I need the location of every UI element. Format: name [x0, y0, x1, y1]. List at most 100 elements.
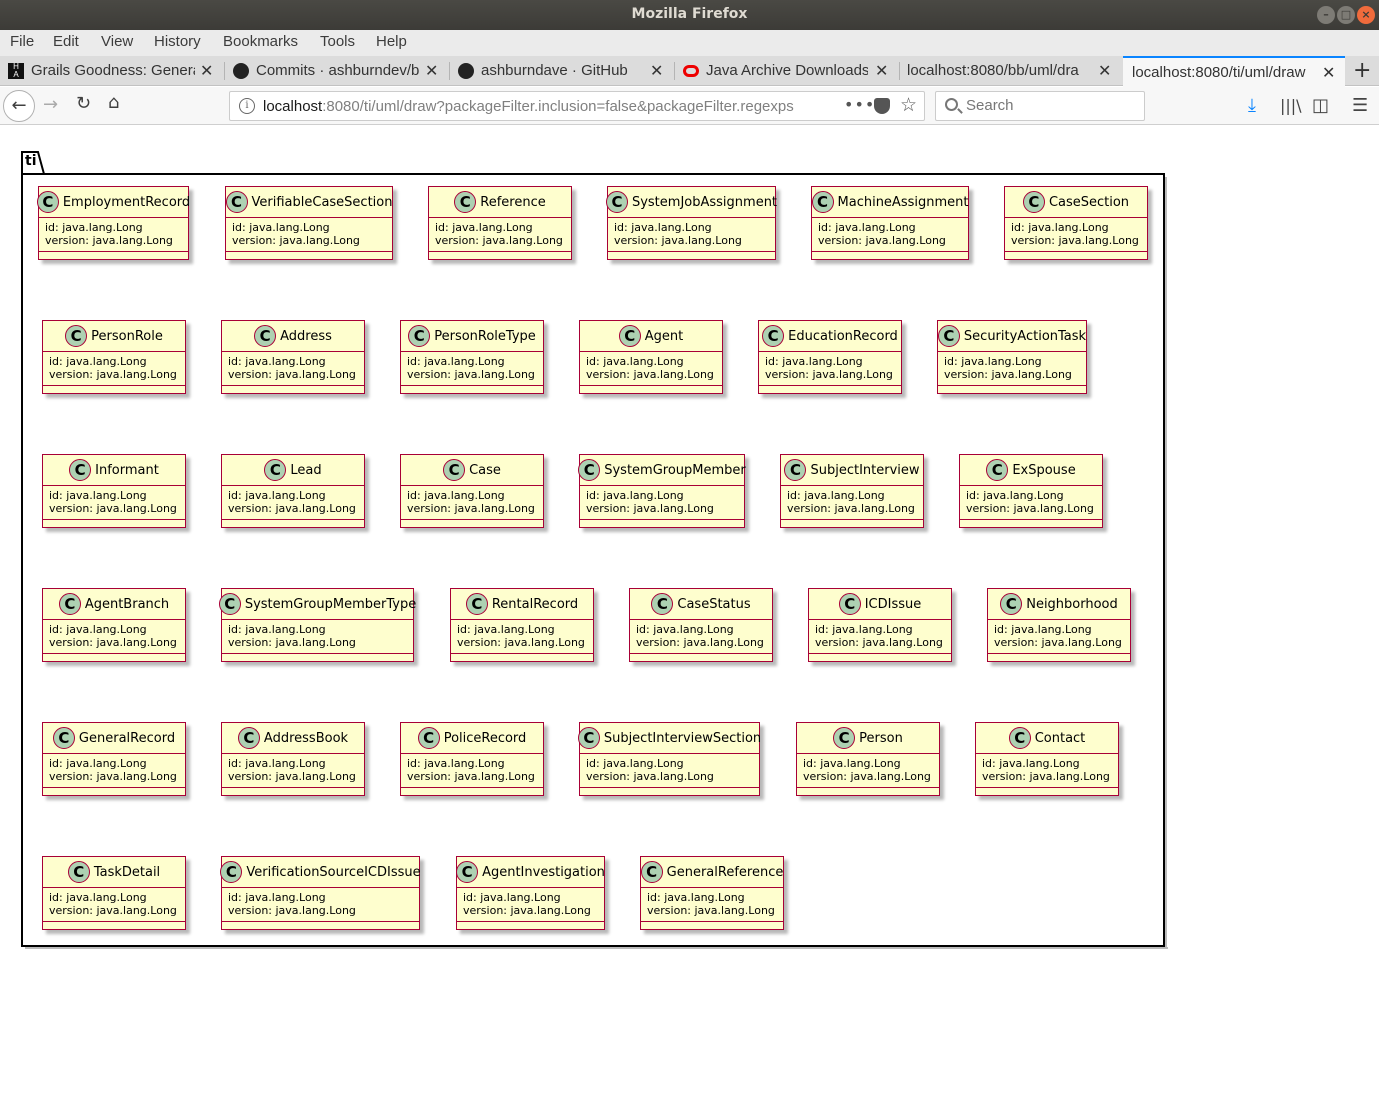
uml-attribute: id: java.lang.Long: [407, 355, 505, 368]
uml-methods-divider: [580, 519, 744, 520]
uml-attribute: id: java.lang.Long: [1011, 221, 1109, 234]
uml-attribute: id: java.lang.Long: [228, 757, 326, 770]
url-host: localhost: [263, 98, 323, 115]
uml-attribute: version: java.lang.Long: [818, 234, 946, 247]
uml-class-name: MachineAssignment: [837, 194, 969, 210]
menu-help[interactable]: Help: [376, 33, 407, 50]
class-c-icon: C: [578, 459, 601, 481]
page-actions-icon[interactable]: •••: [844, 95, 876, 114]
downloads-icon[interactable]: ⤓: [1248, 95, 1256, 116]
menu-view[interactable]: View: [101, 33, 134, 50]
uml-attribute: version: java.lang.Long: [407, 502, 535, 515]
home-icon[interactable]: ⌂: [108, 92, 120, 113]
back-arrow-icon[interactable]: ←: [3, 90, 35, 122]
uml-attribute: version: java.lang.Long: [49, 770, 177, 783]
url-text[interactable]: localhost:8080/ti/uml/draw?packageFilter…: [263, 98, 811, 115]
class-c-icon: C: [417, 727, 440, 749]
class-c-icon: C: [465, 593, 488, 615]
uml-class-name: Agent: [644, 328, 684, 344]
class-c-icon: C: [237, 727, 260, 749]
search-input[interactable]: [966, 97, 1136, 114]
uml-attribute: id: java.lang.Long: [435, 221, 533, 234]
menu-tools[interactable]: Tools: [320, 33, 356, 50]
class-c-icon: C: [254, 325, 277, 347]
tab-close-icon[interactable]: ✕: [650, 63, 664, 80]
reload-icon[interactable]: ↻: [76, 93, 92, 114]
uml-class-name: RentalRecord: [491, 596, 579, 612]
site-info-icon[interactable]: i: [239, 98, 255, 114]
maximize-icon[interactable]: □: [1337, 6, 1355, 24]
tab-commits[interactable]: Commits · ashburndev/b ✕: [225, 56, 449, 86]
uml-attribute: version: java.lang.Long: [815, 636, 943, 649]
class-c-icon: C: [264, 459, 287, 481]
search-bar[interactable]: [935, 91, 1145, 121]
pocket-icon[interactable]: [874, 98, 890, 114]
tab-close-icon[interactable]: ✕: [875, 63, 889, 80]
github-icon: [458, 63, 474, 79]
address-bar[interactable]: i localhost:8080/ti/uml/draw?packageFilt…: [229, 91, 925, 121]
uml-class-name: EducationRecord: [788, 328, 898, 344]
menu-edit[interactable]: Edit: [53, 33, 79, 50]
tab-close-icon[interactable]: ✕: [1322, 65, 1336, 82]
forward-arrow-icon[interactable]: →: [43, 94, 59, 115]
menu-file[interactable]: File: [10, 33, 35, 50]
uml-class-name: ExSpouse: [1012, 462, 1076, 478]
bookmark-star-icon[interactable]: ☆: [900, 94, 918, 116]
new-tab-icon[interactable]: +: [1353, 58, 1372, 83]
tab-close-icon[interactable]: ✕: [200, 63, 214, 80]
close-window-icon[interactable]: ×: [1357, 6, 1375, 24]
menu-history[interactable]: History: [154, 33, 201, 50]
uml-attribute: version: java.lang.Long: [636, 636, 764, 649]
tab-bb-uml[interactable]: localhost:8080/bb/uml/dra ✕: [907, 62, 1112, 80]
uml-methods-divider: [451, 653, 593, 654]
uml-class-name: GeneralRecord: [78, 730, 176, 746]
uml-methods-divider: [960, 519, 1102, 520]
class-c-icon: C: [986, 459, 1009, 481]
library-icon[interactable]: |||\: [1280, 96, 1302, 115]
sidebar-icon[interactable]: ◫: [1312, 95, 1330, 116]
tab-github-profile[interactable]: ashburndave · GitHub ✕: [450, 56, 674, 86]
uml-methods-divider: [226, 251, 392, 252]
minimize-icon[interactable]: –: [1317, 6, 1335, 24]
class-c-icon: C: [225, 191, 248, 213]
tab-ti-uml[interactable]: localhost:8080/ti/uml/draw ✕: [1123, 56, 1345, 87]
hamburger-menu-icon[interactable]: ☰: [1352, 95, 1369, 116]
tab-close-icon[interactable]: ✕: [425, 63, 439, 80]
uml-methods-divider: [938, 385, 1086, 386]
tab-java-archive[interactable]: Java Archive Downloads ✕: [675, 56, 899, 86]
menu-bookmarks[interactable]: Bookmarks: [223, 33, 299, 50]
uml-attribute: id: java.lang.Long: [818, 221, 916, 234]
uml-attribute: version: java.lang.Long: [765, 368, 893, 381]
uml-attribute: id: java.lang.Long: [457, 623, 555, 636]
tab-close-icon[interactable]: ✕: [1098, 63, 1112, 80]
uml-attribute: version: java.lang.Long: [982, 770, 1110, 783]
uml-attribute: version: java.lang.Long: [944, 368, 1072, 381]
